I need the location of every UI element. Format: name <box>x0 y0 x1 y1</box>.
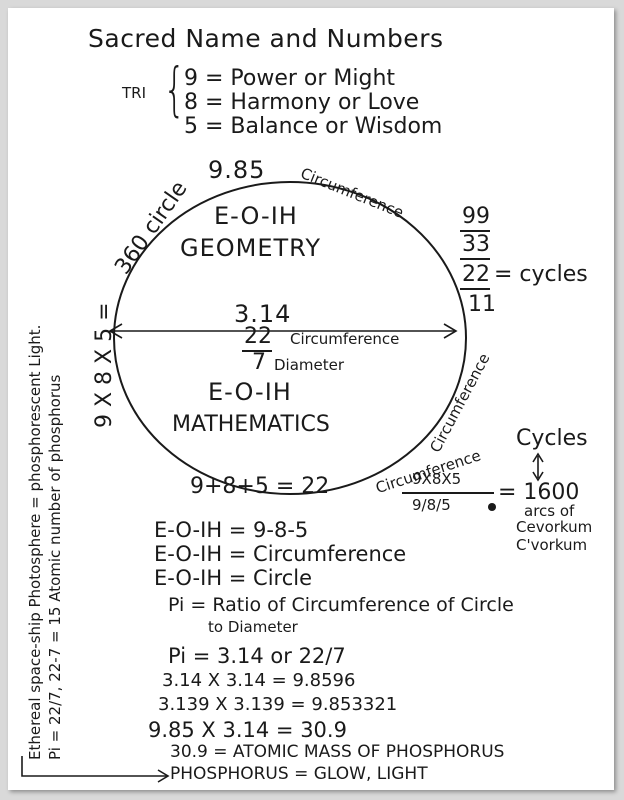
cycles-stack-99: 99 <box>462 204 490 229</box>
equation-line-9: 9.85 X 3.14 = 30.9 <box>148 718 347 742</box>
main-circle <box>113 181 467 495</box>
tri-brace: { <box>163 55 186 123</box>
cycles-stack-11: 11 <box>468 292 496 317</box>
margin-product: 9 X 8 X 5 = <box>92 302 117 428</box>
arcs-denominator: 9/8/5 <box>412 496 451 514</box>
circle-top-value: 9.85 <box>208 156 266 184</box>
cycles-stack-bar-2 <box>460 258 490 260</box>
margin-outer-text: Ethereal space-ship Photosphere = phosph… <box>26 324 44 760</box>
page-title: Sacred Name and Numbers <box>88 24 444 53</box>
document-page: Sacred Name and Numbers TRI { 9 = Power … <box>8 8 614 790</box>
fraction-numerator: 22 <box>244 324 272 349</box>
arcs-result: = 1600 <box>498 480 580 505</box>
margin-connector-arrow <box>21 756 168 777</box>
geometry-label: GEOMETRY <box>180 234 321 262</box>
tri-line-harmony: 8 = Harmony or Love <box>184 90 420 115</box>
arcs-fraction-bar <box>402 492 494 494</box>
fraction-bar <box>242 350 272 352</box>
sketch-layer <box>21 181 544 783</box>
margin-inner-text: Pi = 22/7, 22-7 = 15 Atomic number of ph… <box>46 374 64 760</box>
diameter-arrow-right <box>443 323 458 339</box>
fraction-denominator-label: Diameter <box>274 356 345 374</box>
equation-line-11: PHOSPHORUS = GLOW, LIGHT <box>170 764 428 784</box>
arcs-of: arcs of <box>524 502 575 520</box>
equation-line-2: E-O-IH = Circumference <box>154 542 407 566</box>
equation-line-10: 30.9 = ATOMIC MASS OF PHOSPHORUS <box>170 742 505 762</box>
equation-line-8: 3.139 X 3.139 = 9.853321 <box>158 694 398 715</box>
ink-dot <box>488 503 496 511</box>
cycles-stack-22: 22 <box>462 262 490 287</box>
cycles-arrow-down <box>532 471 544 482</box>
diameter-arrow-left <box>108 323 123 339</box>
equation-line-6: Pi = 3.14 or 22/7 <box>168 644 346 668</box>
cycles-stack-33: 33 <box>462 232 490 257</box>
arcs-numerator: 9X8X5 <box>412 470 462 488</box>
margin-connector-head <box>157 769 170 783</box>
mathematics-heading: E-O-IH <box>208 378 292 406</box>
equation-line-5: to Diameter <box>208 618 298 636</box>
arcs-cycles-label: Cycles <box>516 426 588 451</box>
equation-line-3: E-O-IH = Circle <box>154 566 313 590</box>
arcs-cevorkum: Cevorkum <box>516 518 593 536</box>
tri-line-balance: 5 = Balance or Wisdom <box>184 114 443 139</box>
fraction-denominator: 7 <box>252 350 266 375</box>
diameter-value: 3.14 <box>234 300 292 328</box>
cycles-label: = cycles <box>494 262 588 287</box>
mathematics-label: MATHEMATICS <box>172 412 330 437</box>
equation-line-1: E-O-IH = 9-8-5 <box>154 518 309 542</box>
equation-line-7: 3.14 X 3.14 = 9.8596 <box>162 670 356 691</box>
tri-label: TRI <box>122 84 147 102</box>
cycles-stack-bar-3 <box>460 288 490 290</box>
fraction-numerator-label: Circumference <box>290 330 400 348</box>
arcs-cvorkum: C'vorkum <box>516 536 588 554</box>
geometry-heading: E-O-IH <box>214 202 298 230</box>
cycles-arrow-up <box>532 452 544 463</box>
equation-line-4: Pi = Ratio of Circumference of Circle <box>168 594 514 616</box>
cycles-stack-bar-1 <box>460 230 490 232</box>
circle-bottom-sum: 9+8+5 = 22 <box>190 474 330 499</box>
tri-line-power: 9 = Power or Might <box>184 66 396 91</box>
